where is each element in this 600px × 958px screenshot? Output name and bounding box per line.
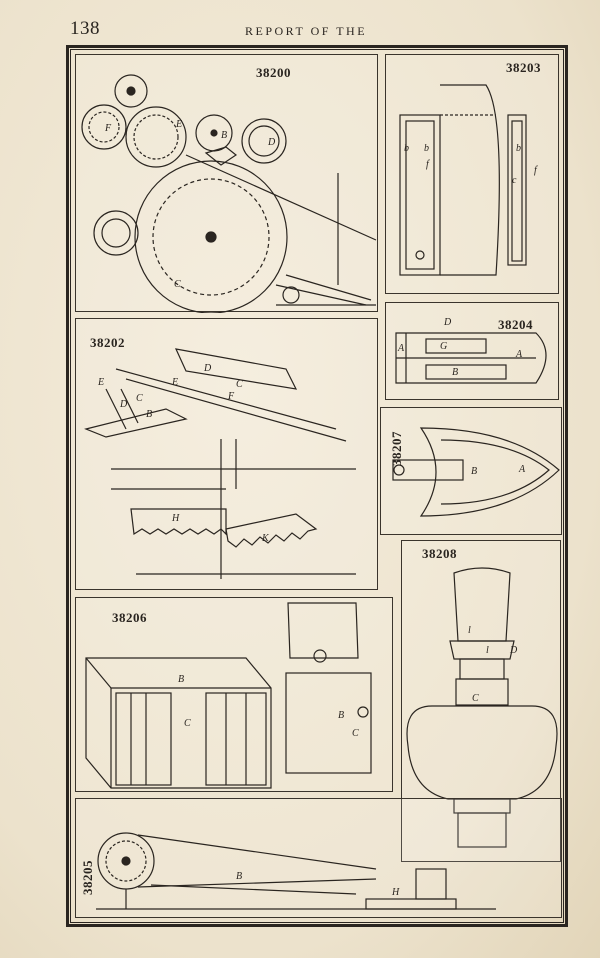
label-38204-A1: A: [397, 343, 405, 354]
figure-38202: 38202 D C E E C D B: [75, 318, 378, 590]
patent-number-38202: 38202: [90, 335, 125, 350]
drawing-38203: b b f b c f: [399, 84, 538, 276]
label-38208-l1: l: [468, 625, 471, 636]
label-38203-b1: b: [404, 143, 409, 154]
patent-number-38203: 38203: [506, 60, 541, 75]
label-38206-C2: C: [352, 728, 359, 739]
label-38204-D: D: [443, 317, 452, 328]
label-38202-D1: D: [203, 363, 212, 374]
label-38204-A2: A: [515, 349, 523, 360]
label-38205-H: H: [391, 887, 400, 898]
label-38202-D2: D: [119, 399, 128, 410]
label-38203-c: c: [512, 175, 517, 186]
patent-number-38200: 38200: [256, 65, 291, 80]
label-38208-C: C: [472, 693, 479, 704]
label-38205-B: B: [236, 871, 242, 882]
label-38206-B2: B: [338, 710, 344, 721]
label-38202-C1: C: [236, 379, 243, 390]
label-38208-l2: l: [486, 645, 489, 656]
drawing-38204: D G A A B: [395, 317, 547, 384]
label-38200-F: F: [104, 123, 112, 134]
label-38204-G: G: [440, 341, 447, 352]
label-38207-B: B: [471, 466, 477, 477]
label-38206-C1: C: [184, 718, 191, 729]
drawing-38207: B A: [392, 427, 560, 517]
page-number: 138: [70, 18, 100, 39]
figure-38207: 38207 B A: [380, 407, 562, 535]
illustration-plate: [66, 45, 568, 927]
label-38202-C2: C: [136, 393, 143, 404]
drawing-38205: B H: [96, 832, 496, 910]
plate-inner-rule: [70, 49, 564, 923]
running-head: REPORT OF THE: [245, 24, 368, 38]
label-38203-f2: f: [534, 165, 538, 176]
drawing-38200: E F B D C: [81, 74, 377, 313]
label-38202-H: H: [171, 513, 180, 524]
label-38202-E1: E: [97, 377, 104, 388]
label-38200-B: B: [221, 130, 227, 141]
figure-38200: 38200 E F B D C: [75, 54, 378, 313]
drawing-38202: D C E E C D B F H K: [84, 348, 356, 579]
label-38202-E2: E: [171, 377, 178, 388]
label-38203-b2: b: [424, 143, 429, 154]
figure-38208: 38208 l l D C: [401, 540, 561, 862]
figure-38205: 38205 B H: [75, 798, 562, 918]
label-38202-B: B: [146, 409, 152, 420]
patent-number-38208: 38208: [422, 546, 457, 561]
label-38202-K: K: [261, 533, 270, 544]
label-38202-F: F: [227, 391, 235, 402]
page-header: 138 REPORT OF THE: [70, 18, 570, 42]
label-38203-f1: f: [426, 159, 430, 170]
patent-number-38206: 38206: [112, 610, 147, 625]
label-38207-A: A: [518, 464, 526, 475]
label-38200-E: E: [175, 119, 182, 130]
drawing-38206: B C B C: [85, 602, 372, 789]
drawing-38208: l l D C: [406, 567, 558, 848]
label-38206-B1: B: [178, 674, 184, 685]
label-38200-C: C: [174, 279, 181, 290]
patent-number-38204: 38204: [498, 317, 533, 332]
label-38204-B: B: [452, 367, 458, 378]
label-38200-D: D: [267, 137, 276, 148]
figure-38206: 38206 B C B C: [75, 597, 393, 792]
label-38203-b3: b: [516, 143, 521, 154]
figure-38204: 38204 D G A A B: [385, 302, 559, 400]
label-38208-D: D: [509, 645, 518, 656]
figure-38203: 38203 b b f b c f: [385, 54, 559, 294]
